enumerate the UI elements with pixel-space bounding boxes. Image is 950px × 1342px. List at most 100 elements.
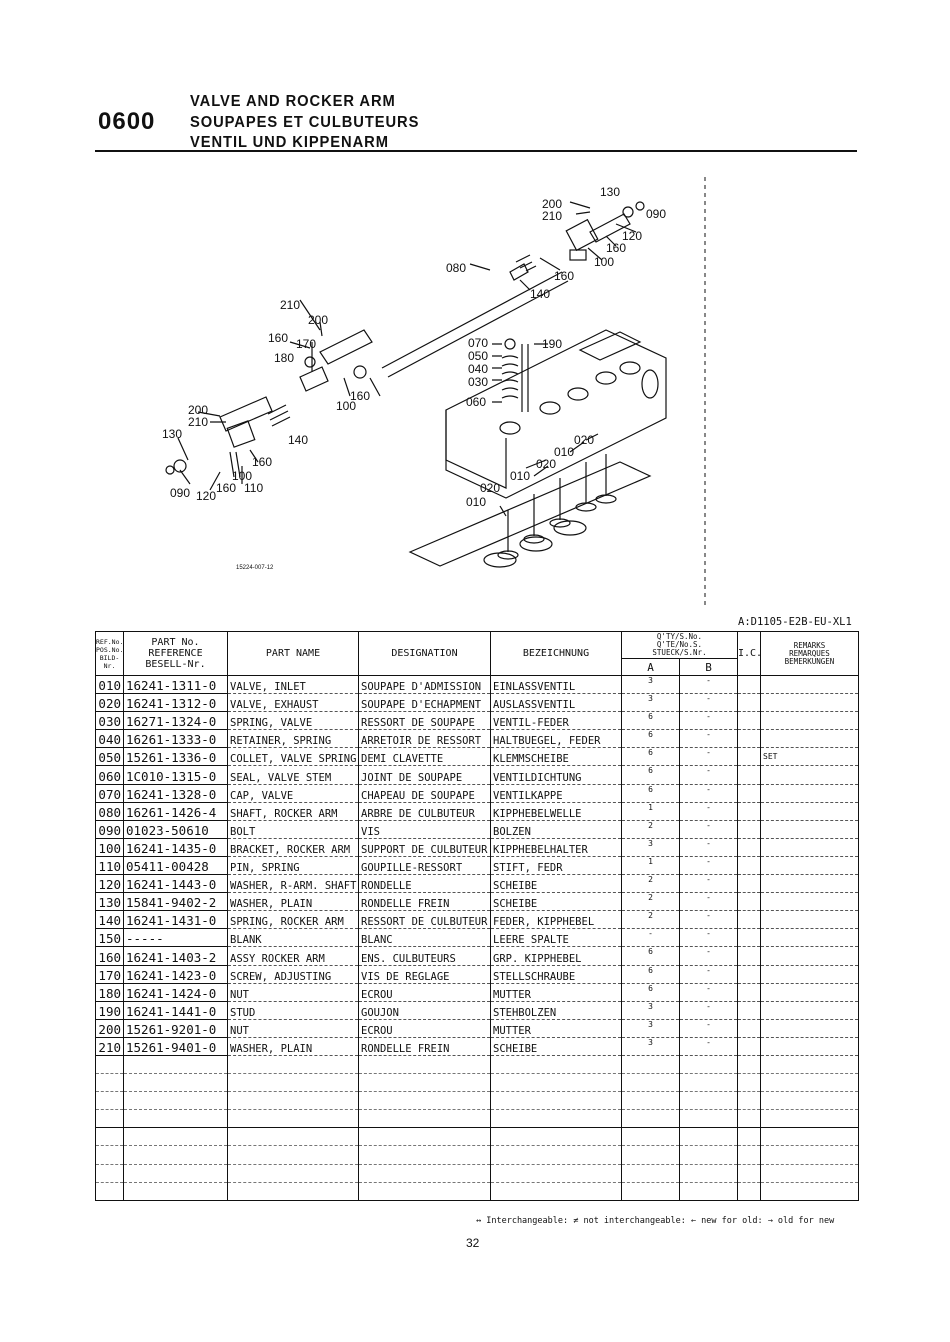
section-code: 0600 [98,108,156,135]
svg-text:130: 130 [162,427,182,441]
svg-text:190: 190 [542,337,562,351]
row-designation: ARBRE DE CULBUTEUR [358,802,491,821]
empty-cell [227,1055,359,1075]
row-part-name: ASSY ROCKER ARM [227,946,359,966]
row-ic [737,946,761,966]
row-part-number: 16261-1333-0 [123,729,228,749]
empty-cell [760,1055,859,1075]
empty-cell [358,1182,491,1201]
empty-cell [123,1109,228,1129]
row-ref-no: 010 [95,675,124,695]
row-designation: RESSORT DE SOUPAPE [358,711,491,731]
empty-table-row [95,1073,859,1093]
row-ref-no: 180 [95,983,124,1002]
row-part-number: 16241-1403-2 [123,946,228,966]
row-remarks [760,892,859,912]
svg-text:020: 020 [536,457,556,471]
empty-table-row [95,1091,859,1111]
row-remarks [760,711,859,731]
row-ref-no: 160 [95,946,124,966]
row-part-name: BRACKET, ROCKER ARM [227,838,359,857]
row-remarks: SET [760,747,859,767]
row-qty-a: 6 [621,729,680,749]
empty-cell [227,1164,359,1183]
row-part-name: WASHER, PLAIN [227,892,359,912]
row-part-number: 15841-9402-2 [123,892,228,912]
row-remarks [760,983,859,1002]
row-part-number: 16241-1312-0 [123,693,228,713]
empty-cell [123,1182,228,1201]
empty-cell [358,1145,491,1165]
svg-text:120: 120 [622,229,642,243]
empty-cell [227,1073,359,1093]
qty-b-header: B [679,658,738,676]
svg-text:210: 210 [542,209,562,223]
row-ref-no: 130 [95,892,124,912]
row-part-number: 16241-1435-0 [123,838,228,857]
row-ref-no: 190 [95,1001,124,1020]
row-designation: SOUPAPE D'ADMISSION [358,675,491,695]
row-remarks [760,910,859,930]
empty-cell [123,1073,228,1093]
row-ref-no: 030 [95,711,124,731]
row-designation: ECROU [358,983,491,1002]
row-ref-no: 070 [95,784,124,803]
empty-cell [95,1073,124,1093]
row-qty-a: 3 [621,1019,680,1038]
row-qty-b: - [679,1001,738,1020]
svg-text:100: 100 [336,399,356,413]
row-ic [737,856,761,876]
row-part-name: VALVE, EXHAUST [227,693,359,713]
svg-text:100: 100 [594,255,614,269]
row-remarks [760,765,859,785]
empty-cell [95,1055,124,1075]
svg-text:140: 140 [288,433,308,447]
svg-text:040: 040 [468,362,488,376]
empty-cell [737,1182,761,1201]
empty-cell [490,1055,622,1075]
empty-cell [490,1127,622,1147]
svg-text:020: 020 [574,433,594,447]
row-remarks [760,965,859,984]
qty-a-header: A [621,658,680,676]
row-remarks [760,675,859,695]
empty-cell [123,1127,228,1147]
empty-cell [621,1164,680,1183]
row-bezeichnung: EINLASSVENTIL [490,675,622,695]
row-ic [737,874,761,894]
row-ic [737,1037,761,1056]
row-ic [737,675,761,695]
title-english: VALVE AND ROCKER ARM [190,93,396,110]
row-designation: GOUPILLE-RESSORT [358,856,491,876]
empty-cell [227,1091,359,1111]
row-remarks [760,1037,859,1056]
row-part-number: 05411-00428 [123,856,228,876]
row-qty-b: - [679,1019,738,1038]
row-part-number: 16241-1424-0 [123,983,228,1002]
svg-text:080: 080 [446,261,466,275]
row-qty-b: - [679,675,738,695]
row-qty-a: 6 [621,983,680,1002]
row-designation: DEMI CLAVETTE [358,747,491,767]
empty-cell [760,1182,859,1201]
empty-cell [737,1109,761,1129]
svg-text:030: 030 [468,375,488,389]
empty-cell [358,1164,491,1183]
svg-text:010: 010 [554,445,574,459]
row-bezeichnung: STEHBOLZEN [490,1001,622,1020]
row-bezeichnung: HALTBUEGEL, FEDER [490,729,622,749]
empty-cell [490,1164,622,1183]
row-part-name: SPRING, ROCKER ARM [227,910,359,930]
empty-cell [95,1164,124,1183]
row-ic [737,784,761,803]
parts-table: REF.No.POS.No.BILD-Nr. PART No.REFERENCE… [95,631,859,1201]
row-qty-b: - [679,693,738,713]
svg-text:140: 140 [530,287,550,301]
row-ic [737,802,761,821]
row-part-number: 16241-1443-0 [123,874,228,894]
row-qty-a: 2 [621,910,680,930]
